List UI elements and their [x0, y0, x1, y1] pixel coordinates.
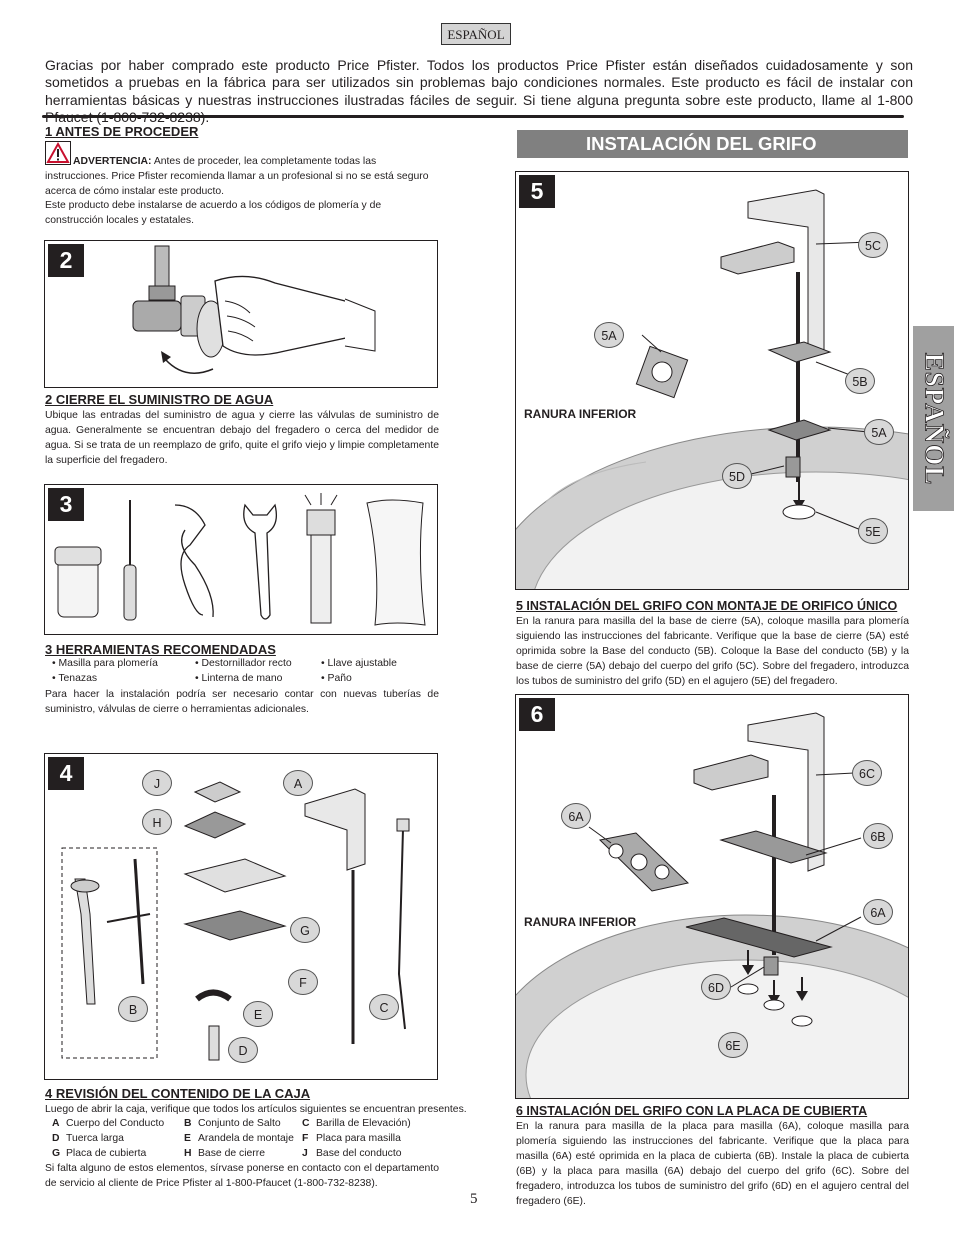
box-contents-illustration	[61, 781, 410, 1061]
adjustable-wrench-icon	[243, 503, 278, 620]
item-key: D	[52, 1133, 60, 1144]
item-key: G	[52, 1148, 61, 1159]
section6-text: En la ranura para masilla de la placa pa…	[516, 1121, 909, 1207]
callout-6e: 6E	[718, 1032, 748, 1058]
shutoff-valve-hand-illustration	[132, 245, 376, 374]
item-label: Placa de cubierta	[66, 1148, 147, 1159]
tool-item: • Linterna de mano	[195, 672, 283, 684]
callout-5a-putty-base: 5A	[594, 322, 624, 348]
item-label: Placa para masilla	[316, 1133, 401, 1144]
item-label: Base del conducto	[316, 1148, 402, 1159]
item-key: C	[302, 1118, 310, 1129]
cloth-icon	[366, 499, 426, 626]
section4-intro: Luego de abrir la caja, verifique que to…	[45, 1104, 467, 1115]
section2-title: 2 CIERRE EL SUMINISTRO DE AGUA	[45, 392, 274, 407]
step3-illustration: 3	[44, 484, 438, 635]
callout-h: H	[142, 809, 172, 835]
flashlight-icon	[304, 493, 338, 624]
item-label: Arandela de montaje	[198, 1133, 294, 1144]
callout-6c: 6C	[852, 760, 882, 786]
installation-header: INSTALACIÓN DEL GRIFO	[517, 130, 908, 158]
step2-number: 2	[48, 244, 84, 277]
callout-5d: 5D	[722, 463, 752, 489]
item-key: A	[52, 1118, 60, 1129]
callout-5e: 5E	[858, 518, 888, 544]
tools-list: • Masilla para plomería • Destornillador…	[52, 657, 461, 686]
language-label: ESPAÑOL	[441, 23, 511, 45]
callout-c: C	[369, 994, 399, 1020]
callout-f: F	[288, 969, 318, 995]
section3-title: 3 HERRAMIENTAS RECOMENDADAS	[45, 642, 276, 657]
language-side-tab: ESPAÑOL	[913, 326, 954, 511]
screwdriver-icon	[123, 500, 137, 621]
step6-illustration: 6 6C 6A 6B 6A 6D 6E RANURA INFERIOR	[515, 694, 909, 1099]
item-key: J	[302, 1148, 308, 1159]
warning-text: Antes de proceder, lea completamente tod…	[45, 156, 429, 197]
section4-title: 4 REVISIÓN DEL CONTENIDO DE LA CAJA	[45, 1086, 311, 1101]
item-label: Tuerca larga	[66, 1133, 124, 1144]
item-label: Cuerpo del Conducto	[66, 1118, 165, 1129]
tools-illustration	[54, 493, 426, 626]
callout-5c: 5C	[858, 232, 888, 258]
item-label: Base de cierre	[198, 1148, 265, 1159]
item-label: Barilla de Elevación)	[316, 1118, 411, 1129]
callout-6a: 6A	[863, 899, 893, 925]
callout-b: B	[118, 996, 148, 1022]
callout-5a: 5A	[864, 419, 894, 445]
warning-label: ADVERTENCIA:	[73, 156, 152, 167]
deck-plate-install-illustration	[516, 712, 908, 1098]
step6-number: 6	[519, 698, 555, 731]
callout-a: A	[283, 770, 313, 796]
step5-number: 5	[519, 175, 555, 208]
tool-item: • Llave ajustable	[321, 658, 397, 669]
callout-g: G	[290, 917, 320, 943]
callout-e: E	[243, 1001, 273, 1027]
step4-number: 4	[48, 757, 84, 790]
tool-item: • Masilla para plomería	[52, 658, 158, 669]
section3-note: Para hacer la instalación podría ser nec…	[45, 689, 439, 715]
callout-6a-putty-plate: 6A	[561, 803, 591, 829]
header-divider	[42, 115, 904, 118]
item-key: H	[184, 1148, 192, 1159]
page-number: 5	[470, 1191, 478, 1207]
code-compliance-note: Este producto debe instalarse de acuerdo…	[45, 200, 382, 226]
item-key: B	[184, 1118, 192, 1129]
section6-title: 6 INSTALACIÓN DEL GRIFO CON LA PLACA DE …	[516, 1104, 868, 1118]
section2-text: Ubique las entradas del suministro de ag…	[45, 410, 439, 466]
step2-illustration: 2	[44, 240, 438, 388]
section4-note: Si falta alguno de estos elementos, sírv…	[45, 1163, 439, 1189]
single-hole-install-illustration	[516, 189, 908, 589]
warning-icon	[45, 141, 71, 165]
section5-text: En la ranura para masilla del la base de…	[516, 616, 909, 687]
tool-item: • Tenazas	[52, 672, 98, 684]
callout-6d: 6D	[701, 974, 731, 1000]
item-key: E	[184, 1133, 191, 1144]
item-label: Conjunto de Salto	[198, 1118, 281, 1129]
section5-title: 5 INSTALACIÓN DEL GRIFO CON MONTAJE DE O…	[516, 599, 898, 613]
section1-title: 1 ANTES DE PROCEDER	[45, 124, 199, 139]
step4-illustration: 4 J A H G F B E C D	[44, 753, 438, 1080]
tool-item: • Paño	[321, 672, 352, 684]
step3-number: 3	[48, 488, 84, 521]
pliers-icon	[174, 504, 214, 618]
step5-illustration: 5 5C 5A 5B 5A 5D 5E RANURA INFERIOR	[515, 171, 909, 590]
slot-label-6: RANURA INFERIOR	[524, 915, 637, 929]
callout-j: J	[142, 770, 172, 796]
callout-d: D	[228, 1037, 258, 1063]
item-key: F	[302, 1133, 309, 1144]
warning-paragraph: ADVERTENCIA: Antes de proceder, lea comp…	[45, 154, 439, 199]
callout-5b: 5B	[845, 368, 875, 394]
putty-jar-icon	[54, 546, 102, 618]
side-tab-label: ESPAÑOL	[919, 352, 950, 485]
slot-label-5: RANURA INFERIOR	[524, 407, 637, 421]
tool-item: • Destornillador recto	[195, 658, 292, 669]
callout-6b: 6B	[863, 823, 893, 849]
